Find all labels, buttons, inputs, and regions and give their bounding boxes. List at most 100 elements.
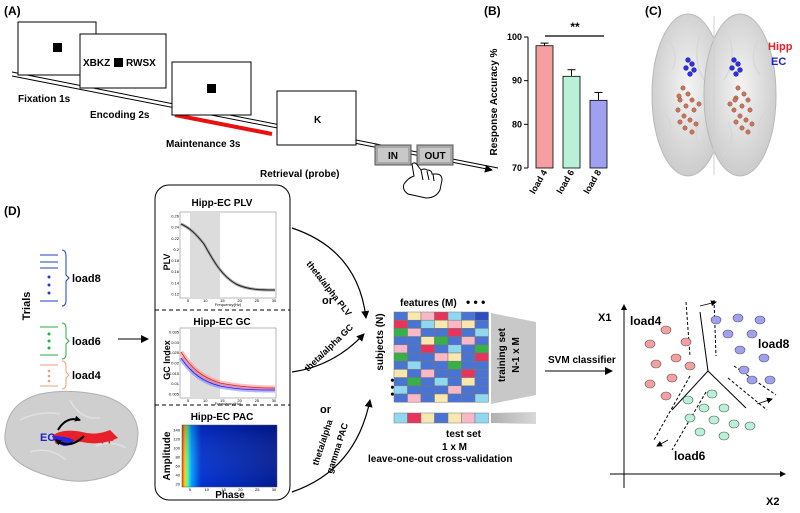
matrix-cell [393,344,408,354]
svm-point-load4 [650,359,662,369]
matrix-cell [420,377,435,387]
svm-point-load4 [644,379,656,389]
svm-point-load8 [754,315,766,325]
out-button[interactable]: OUT [416,144,454,166]
matrix-cell [434,369,449,378]
pointing-hand-icon [403,162,443,199]
tick-label: 5 [187,298,190,303]
tick-label: 30 [272,487,277,492]
matrix-cell [407,377,422,387]
test-set-row [393,412,489,424]
ec-electrode [683,65,689,71]
ec-electrode [687,71,693,77]
encoding-letters-left: XBKZ [83,58,110,69]
matrix-cell [474,336,489,346]
in-button-label: IN [388,151,398,162]
tick-label: 20 [237,298,242,303]
matrix-cell [474,377,489,387]
test-cell [407,412,422,424]
pac-plot [181,424,278,488]
matrix-cell [474,319,489,329]
matrix-cell [461,385,476,395]
matrix-cell [407,360,422,370]
encoding-label: Encoding 2s [90,110,150,121]
panel-label-d: (D) [4,204,21,218]
tick-label: 0.16 [171,269,180,274]
svm-points [644,313,776,441]
matrix-cell [393,311,408,321]
hipp-electrode [687,117,693,123]
hipp-electrode [681,113,687,119]
out-button-label: OUT [424,151,445,162]
trials-load6-group [40,322,70,360]
matrix-cell [393,328,408,337]
test-cell [420,412,435,424]
matrix-cell [447,360,462,370]
matrix-cell [447,344,462,354]
tick-label: 0.03 [171,340,180,345]
matrix-cell [434,360,449,370]
hipp-electrode [733,119,739,125]
matrix-cell [393,319,408,329]
matrix-cell [434,377,449,387]
test-cell [434,412,449,424]
test-cell [474,412,489,424]
encoding-letters-right: RWSX [126,58,156,69]
matrix-cell [474,352,489,362]
hipp-electrode [737,113,743,119]
retrieval-label: Retrieval (probe) [260,169,339,180]
matrix-cell [407,336,422,346]
matrix-cell [474,328,489,337]
fixation-label: Fixation 1s [18,94,71,105]
arrow-gc [291,333,365,373]
svm-point-load6 [694,427,706,437]
tick-label: 30 [272,298,277,303]
panel-label-a: (A) [4,4,21,18]
svm-point-load4 [684,361,696,371]
tick-label: 0.22 [171,236,180,241]
training-set-block [491,313,536,404]
tick-label: 0.02 [171,361,180,366]
in-button[interactable]: IN [374,144,412,166]
ec-electrode [733,71,739,77]
pac-title: Hipp-EC PAC [191,412,254,423]
matrix-cell [447,311,462,321]
fixation-square [53,43,62,52]
hipp-electrode [689,129,695,135]
tick-label: 0.14 [171,280,180,285]
features-label: features (M) [400,298,457,309]
matrix-cell [434,336,449,346]
y-tick-label: 70 [512,163,522,173]
subjects-label: subjects (N) [375,313,386,370]
svm-point-load4 [660,391,672,401]
svm-label: SVM classifier [548,355,616,366]
plv-plot [179,211,277,299]
matrix-cell [461,311,476,321]
tick-label: 0.24 [171,225,180,230]
hipp-electrode [691,107,697,113]
panel-label-b: (B) [484,4,501,18]
ec-label: EC [40,432,55,444]
matrix-cell [420,369,435,378]
ec-electrode [735,61,741,67]
hipp-electrode [741,91,747,97]
matrix-cell [447,393,462,403]
training-dim-label: N-1 x M [511,337,522,373]
matrix-cell [434,311,449,321]
arrow-plv [291,227,370,319]
svm-point-load6 [706,389,718,399]
svm-point-load6 [728,419,740,429]
gc-plot [178,327,277,399]
y-tick-label: 80 [512,119,522,129]
x-tick-label: load 8 [582,168,604,196]
svm-point-load8 [734,345,746,355]
svm-point-load6 [708,415,720,425]
matrix-cell [420,344,435,354]
trials-label: Trials [21,292,33,321]
y-axis-label: Response Accuracy % [489,48,500,155]
tick-label: 120 [173,437,180,442]
probe-letter: K [314,115,322,126]
pac-ylabel: Amplitude [162,431,173,480]
